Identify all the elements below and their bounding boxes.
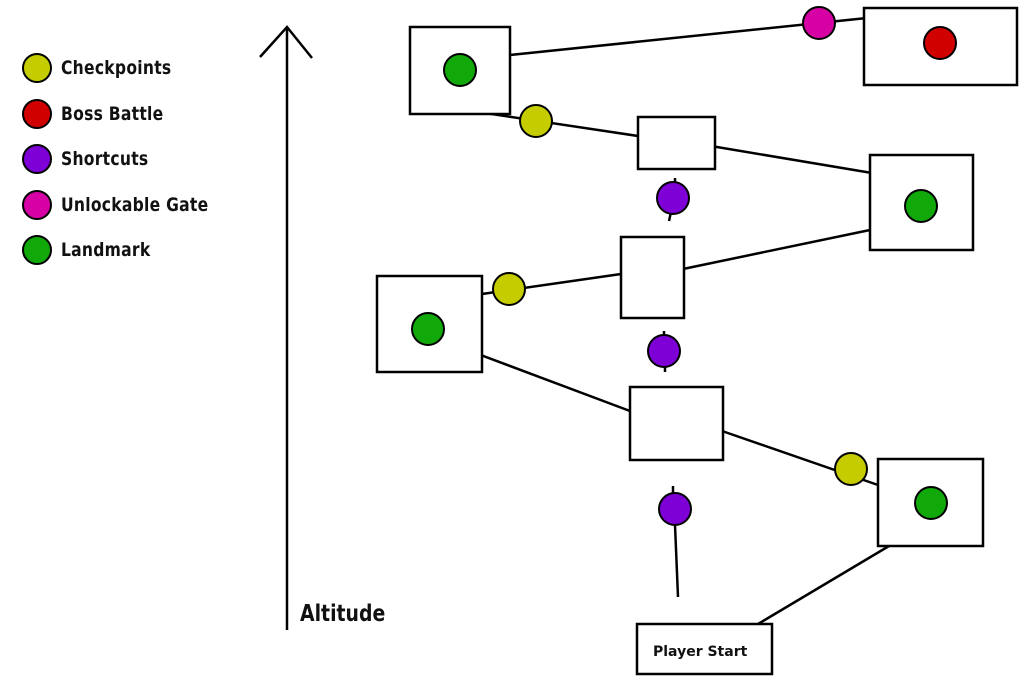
landmark-icon — [22, 235, 52, 265]
legend-item-shortcuts: Shortcuts — [22, 141, 168, 177]
rooms — [375, 6, 1019, 676]
checkpoint-icon — [22, 53, 52, 83]
connections — [477, 16, 890, 626]
altitude-arrowhead-icon — [259, 25, 313, 59]
legend-label: Landmark — [61, 239, 151, 261]
legend-item-landmark: Landmark — [22, 232, 170, 268]
altitude-axis — [259, 25, 313, 630]
connection-start-to-hub-lower — [673, 524, 680, 598]
unlockable-gate-marker — [802, 6, 836, 40]
room-player-start[interactable] — [635, 622, 774, 676]
connection-hub-lower-to-mid-left — [477, 352, 631, 413]
checkpoint-marker — [492, 272, 526, 306]
legend-label: Boss Battle — [61, 103, 164, 125]
player-start-label: Player Start — [653, 644, 748, 660]
unlockable-gate-icon — [22, 190, 52, 220]
landmark-marker — [411, 312, 445, 346]
landmark-marker — [914, 486, 948, 520]
connection-start-to-lower-right — [757, 544, 890, 626]
room-hub-upper[interactable] — [636, 115, 717, 171]
room-hub-middle[interactable] — [619, 235, 686, 320]
legend-item-boss-battle: Boss Battle — [22, 96, 186, 132]
boss-battle-marker — [923, 26, 957, 60]
shortcut-icon — [22, 144, 52, 174]
legend-label: Unlockable Gate — [61, 194, 209, 216]
shortcut-marker — [658, 492, 692, 526]
boss-battle-icon — [22, 99, 52, 129]
connection-hub-upper-to-top-left — [484, 111, 639, 138]
legend-label: Checkpoints — [61, 57, 172, 79]
checkpoint-marker — [519, 104, 553, 138]
landmark-marker — [443, 53, 477, 87]
altitude-axis-label: Altitude — [300, 601, 386, 627]
legend-item-unlockable-gate: Unlockable Gate — [22, 187, 241, 223]
shortcut-marker — [647, 334, 681, 368]
shortcut-marker — [656, 181, 690, 215]
legend-item-checkpoints: Checkpoints — [22, 50, 196, 86]
room-hub-lower[interactable] — [628, 385, 725, 462]
markers — [411, 6, 957, 526]
checkpoint-marker — [834, 452, 868, 486]
connection-upper-right-to-hub-upper — [710, 144, 873, 175]
legend-label: Shortcuts — [61, 148, 149, 170]
landmark-marker — [904, 189, 938, 223]
connection-hub-middle-to-upper-right — [682, 228, 871, 271]
